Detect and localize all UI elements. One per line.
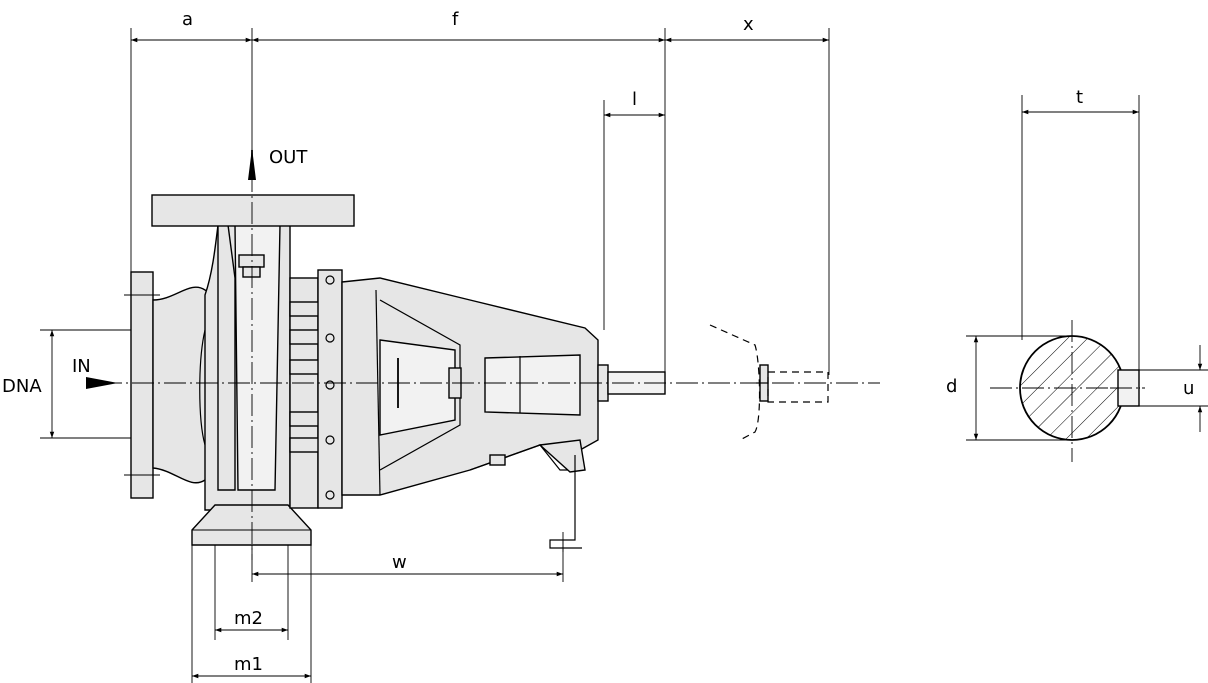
in-arrow-icon xyxy=(86,377,118,389)
label-m1: m1 xyxy=(234,654,263,675)
label-w: w xyxy=(392,552,407,573)
label-dna: DNA xyxy=(2,376,42,397)
label-u: u xyxy=(1183,378,1194,399)
label-m2: m2 xyxy=(234,608,263,629)
bearing-frame xyxy=(289,269,599,552)
label-a: a xyxy=(182,9,193,30)
label-out: OUT xyxy=(269,147,308,168)
labels: a f x l t OUT IN DNA d u w m2 m1 xyxy=(2,9,1194,675)
shaft-section xyxy=(1019,335,1145,441)
flow-arrows xyxy=(86,148,256,389)
label-f: f xyxy=(452,9,459,30)
label-t: t xyxy=(1076,87,1083,108)
label-l: l xyxy=(632,89,637,110)
label-in: IN xyxy=(72,356,91,377)
label-x: x xyxy=(743,14,754,35)
dimension-lines xyxy=(49,37,1203,679)
coupling-guard xyxy=(709,324,829,441)
label-d: d xyxy=(946,376,957,397)
pump-casing xyxy=(124,194,355,546)
